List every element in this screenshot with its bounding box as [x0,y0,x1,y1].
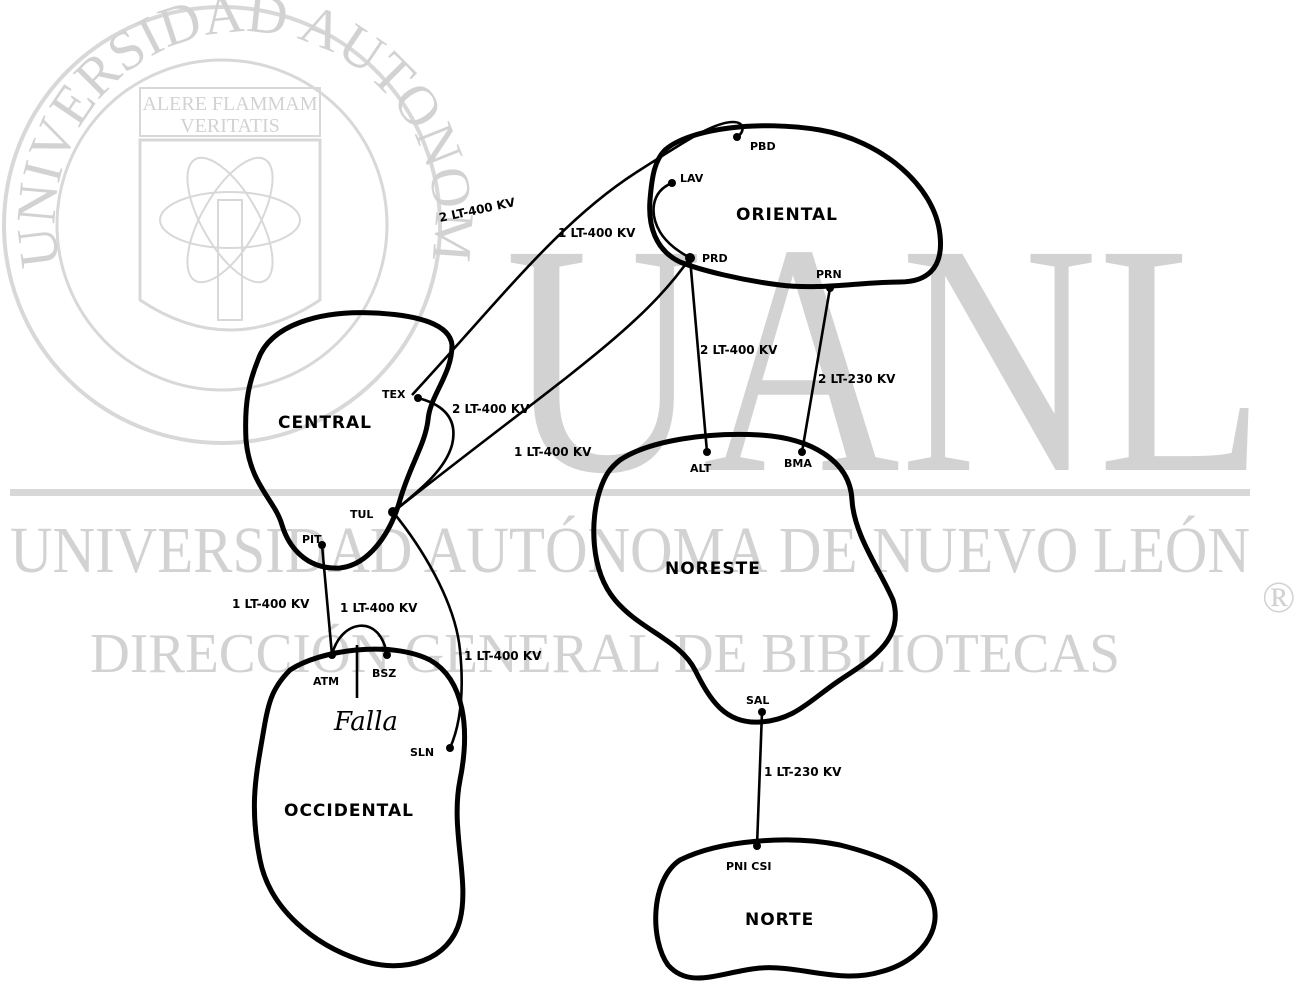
label-station-pbd: PBD [750,140,776,153]
node-prd [685,253,695,263]
label-station-bma: BMA [784,457,812,470]
node-alt [703,448,711,456]
label-link-lav-prd: 1 LT-400 KV [558,226,636,240]
label-oriental: ORIENTAL [736,205,838,225]
line-tul-sln [391,511,463,749]
line-atm-bsz-loop [330,624,389,656]
label-station-pit: PIT [302,533,322,546]
label-station-prn: PRN [816,268,842,281]
label-link-sal-pni: 1 LT-230 KV [764,765,842,779]
label-station-sal: SAL [746,694,769,707]
node-prn [826,284,834,292]
line-sal-pni [755,711,764,847]
node-atm [328,651,336,659]
label-station-sln: SLN [410,746,434,759]
line-pit-atm [320,544,334,656]
label-station-lav: LAV [680,172,704,185]
label-station-bsz: BSZ [372,667,396,680]
label-link-prd-alt: 2 LT-400 KV [700,343,778,357]
node-bsz [383,651,391,659]
label-link-pbd-tex: 2 LT-400 KV [438,195,517,225]
label-link-prd-tul: 1 LT-400 KV [514,445,592,459]
node-sal [758,708,766,716]
label-central: CENTRAL [278,413,372,433]
node-pbd [733,133,741,141]
label-link-tex-tul: 2 LT-400 KV [452,402,530,416]
fault-annotation: Falla [333,707,398,737]
label-noreste: NORESTE [665,559,761,579]
region-occidental-outline [251,646,467,969]
label-link-prn-bma: 2 LT-230 KV [818,372,896,386]
line-prd-alt [688,257,709,453]
region-norte-outline [653,837,938,981]
label-station-atm: ATM [313,675,339,688]
label-station-alt: ALT [690,462,712,475]
label-station-pni-csi: PNI CSI [726,860,771,873]
node-lav [668,179,676,187]
line-prd-tul [392,257,692,514]
line-lav-prd-loop [652,181,691,260]
line-prn-bma [800,287,832,453]
watermark-line1: UNIVERSIDAD AUTÓNOMA DE NUEVO LEÓN [10,514,1250,587]
node-tul [388,507,398,517]
node-pni [753,842,761,850]
label-station-tul: TUL [350,508,373,521]
region-central-outline [243,310,455,571]
node-bma [798,448,806,456]
seal-motto-line1: ALERE FLAMMAM [142,93,317,115]
label-link-pit-atm: 1 LT-400 KV [232,597,310,611]
label-norte: NORTE [745,910,814,930]
seal-motto-line2: VERITATIS [180,115,280,137]
line-pbd-tex [411,120,744,396]
node-sln [446,744,454,752]
node-pit [318,541,326,549]
watermark-line2: DIRECCIÓN GENERAL DE BIBLIOTECAS [90,622,1120,685]
region-noreste-outline [591,431,898,725]
registered-mark: ® [1262,573,1295,622]
label-station-prd: PRD [702,252,728,265]
region-oriental-outline [647,123,944,290]
label-station-tex: TEX [382,388,406,401]
node-tex [414,394,422,402]
label-link-tul-sln: 1 LT-400 KV [464,649,542,663]
label-link-atm-bsz: 1 LT-400 KV [340,601,418,615]
watermark-big-letters: UANL [505,177,1265,542]
label-occidental: OCCIDENTAL [284,801,414,821]
